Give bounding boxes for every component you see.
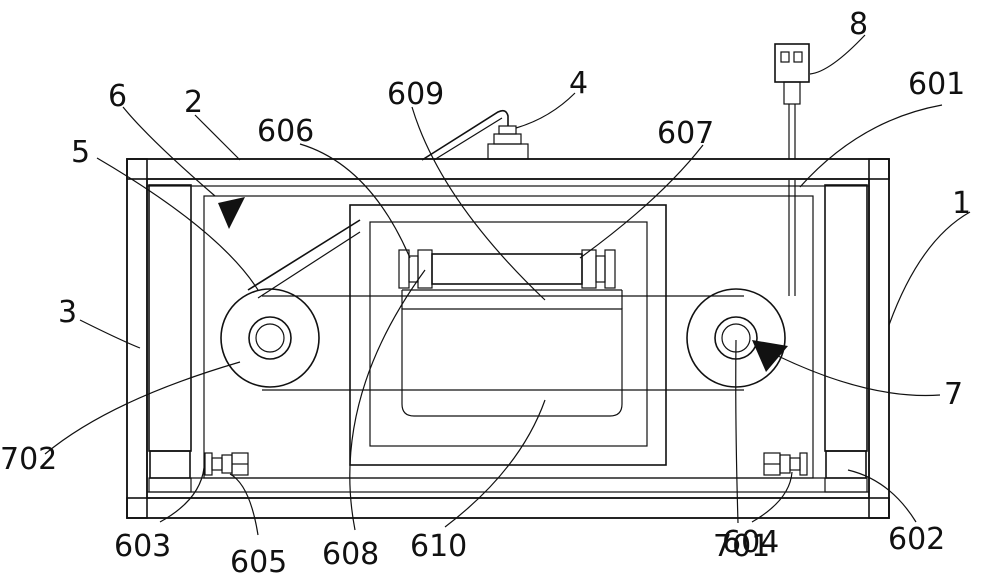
left-pulley [220,288,320,388]
label-610: 610 [410,529,467,564]
inner-lining [146,185,870,493]
central-container [349,204,667,466]
label-605: 605 [230,545,287,580]
label-5: 5 [71,135,90,170]
label-2: 2 [184,85,203,120]
reference-labels: 8 4 601 607 606 609 2 6 5 1 3 7 702 701 … [0,7,971,580]
label-606: 606 [257,114,314,149]
arrow-6 [218,197,245,229]
label-6: 6 [108,79,127,114]
left-insulation [148,184,192,452]
label-608: 608 [322,537,379,572]
belt-diagonal-inner [257,231,361,299]
hose [421,109,529,161]
corner-block-right [825,450,867,479]
roller-assembly [398,249,616,289]
right-insulation [824,184,868,452]
label-609: 609 [387,77,444,112]
corner-block-left [149,450,191,479]
label-702: 702 [0,442,57,477]
label-7: 7 [944,377,963,412]
label-701: 701 [713,529,770,564]
power-plug [774,43,810,296]
label-604: 604 [722,525,779,560]
bottom-left-strip [148,477,192,493]
label-602: 602 [888,522,945,557]
label-607: 607 [657,116,714,151]
arrow-7 [752,340,788,372]
label-8: 8 [849,7,868,42]
label-1: 1 [952,186,971,221]
label-3: 3 [58,295,77,330]
leader-lines [44,34,971,536]
bottom-right-strip [824,477,868,493]
label-603: 603 [114,529,171,564]
label-4: 4 [569,66,588,101]
label-601: 601 [908,67,965,102]
belt-diagonal-outer [247,219,361,291]
connector-right [763,452,808,476]
connector-left [204,452,249,476]
